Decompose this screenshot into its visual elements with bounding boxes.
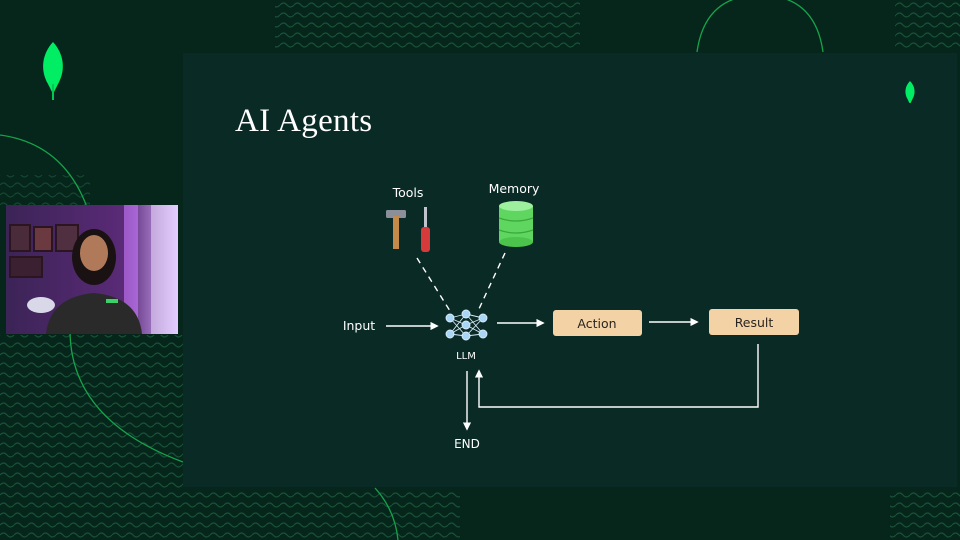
memory-connector — [477, 252, 506, 312]
llm-label: LLM — [456, 351, 476, 362]
end-label: END — [454, 437, 480, 451]
slide: AI Agents Tools Memory — [183, 53, 957, 487]
screwdriver-icon — [421, 207, 430, 252]
database-icon — [498, 201, 534, 247]
tools-connector — [416, 257, 451, 312]
memory-label: Memory — [489, 181, 540, 196]
action-box: Action — [553, 310, 642, 336]
webcam-feed — [6, 205, 178, 334]
agent-diagram: Tools Memory Input — [343, 181, 799, 451]
action-label: Action — [577, 316, 616, 331]
hammer-icon — [386, 210, 406, 249]
input-label: Input — [343, 318, 375, 333]
mongodb-leaf-icon — [905, 81, 915, 103]
mongodb-leaf-icon — [43, 42, 63, 100]
slide-title: AI Agents — [235, 103, 373, 139]
result-label: Result — [735, 315, 774, 330]
neural-network-icon — [445, 309, 488, 341]
feedback-loop-arrow — [474, 344, 759, 408]
tools-label: Tools — [392, 185, 424, 200]
result-box: Result — [709, 309, 799, 335]
